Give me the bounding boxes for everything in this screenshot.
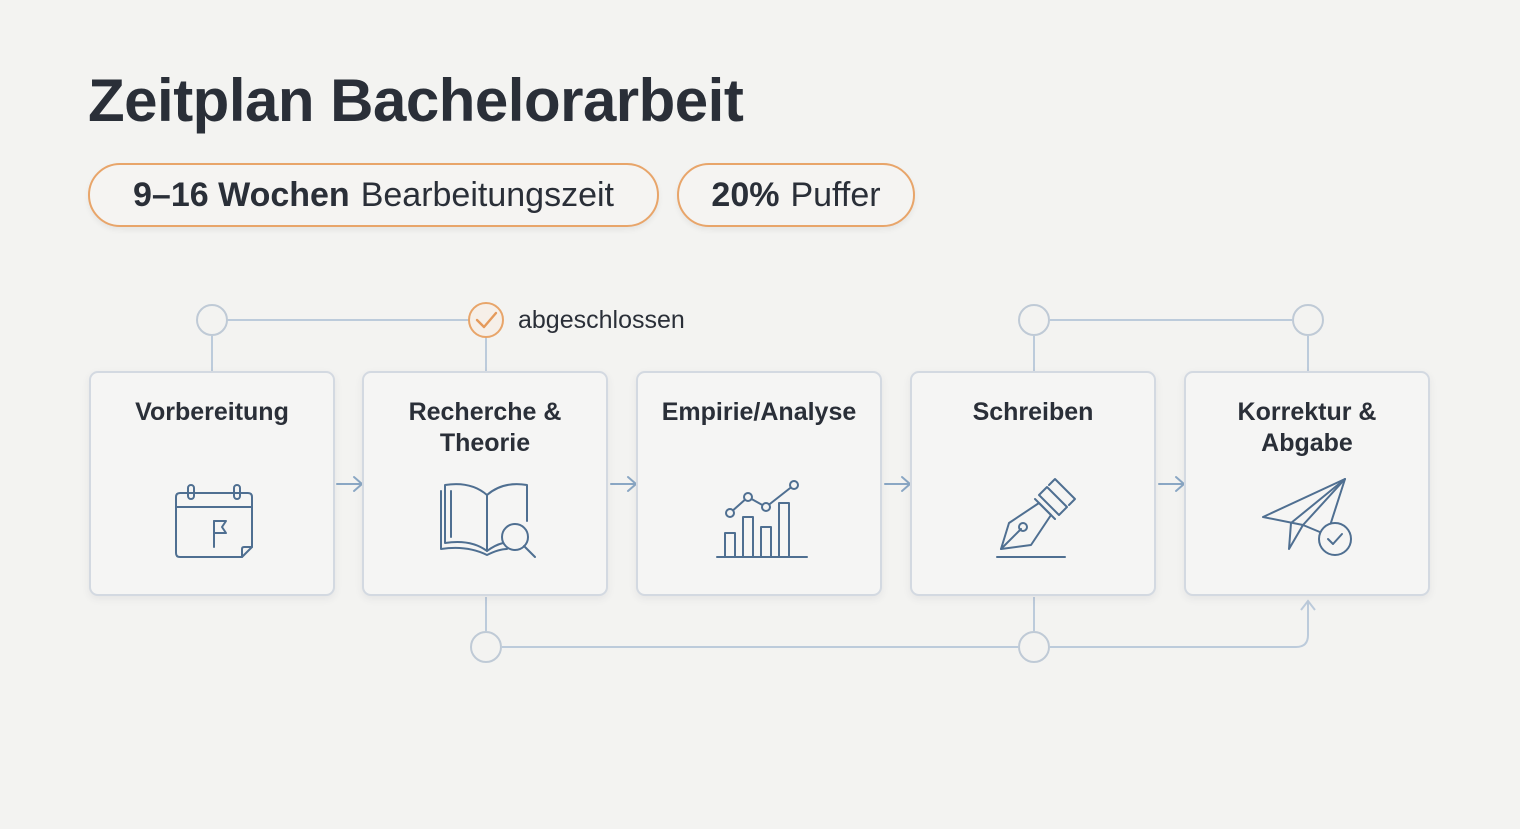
- bottom-connector-line-2: [1050, 602, 1309, 648]
- timeline-node-bottom-2: [470, 631, 502, 663]
- arrow-right-icon: [884, 476, 911, 492]
- duration-badge: 9–16 Wochen Bearbeitungszeit: [88, 163, 659, 227]
- phase-label-line2: Theorie: [439, 429, 531, 457]
- buffer-text: Puffer: [790, 175, 881, 214]
- phase-label: Korrektur & Abgabe: [1186, 397, 1428, 459]
- timeline-node-bottom-4: [1018, 631, 1050, 663]
- status-label: abgeschlossen: [518, 306, 685, 334]
- duration-text: Bearbeitungszeit: [360, 175, 614, 214]
- phase-label: Empirie/Analyse: [638, 397, 880, 428]
- bottom-arrowhead: [1300, 599, 1316, 611]
- phase-card-recherche-theorie: Recherche & Theorie: [362, 371, 608, 596]
- phase-label: Recherche & Theorie: [364, 397, 606, 459]
- timeline-node-1: [196, 304, 228, 336]
- phase-card-vorbereitung: Vorbereitung: [89, 371, 335, 596]
- phase-label-line1: Korrektur &: [1237, 398, 1377, 426]
- book-magnifier-icon: [440, 483, 536, 558]
- timeline-node-5: [1292, 304, 1324, 336]
- calendar-flag-icon: [175, 484, 253, 558]
- fountain-pen-icon: [996, 478, 1076, 558]
- buffer-badge: 20% Puffer: [677, 163, 915, 227]
- page-title: Zeitplan Bachelorarbeit: [88, 67, 744, 134]
- arrow-right-icon: [1158, 476, 1185, 492]
- phase-label: Schreiben: [912, 397, 1154, 428]
- phase-label: Vorbereitung: [91, 397, 333, 428]
- phase-card-schreiben: Schreiben: [910, 371, 1156, 596]
- phase-card-korrektur-abgabe: Korrektur & Abgabe: [1184, 371, 1430, 596]
- paper-plane-check-icon: [1262, 478, 1352, 556]
- bar-line-chart-icon: [716, 480, 808, 558]
- phase-label-line2: Abgabe: [1261, 429, 1353, 457]
- completed-check-icon: [468, 302, 504, 338]
- phase-label-line1: Schreiben: [972, 398, 1094, 426]
- phase-label-line1: Vorbereitung: [135, 398, 289, 426]
- arrow-right-icon: [610, 476, 637, 492]
- duration-value: 9–16 Wochen: [133, 175, 350, 214]
- phase-label-line1: Recherche &: [408, 398, 562, 426]
- timeline-node-4: [1018, 304, 1050, 336]
- phase-card-empirie-analyse: Empirie/Analyse: [636, 371, 882, 596]
- arrow-right-icon: [336, 476, 363, 492]
- phase-label-line1: Empirie/Analyse: [661, 398, 857, 426]
- buffer-value: 20%: [711, 175, 780, 214]
